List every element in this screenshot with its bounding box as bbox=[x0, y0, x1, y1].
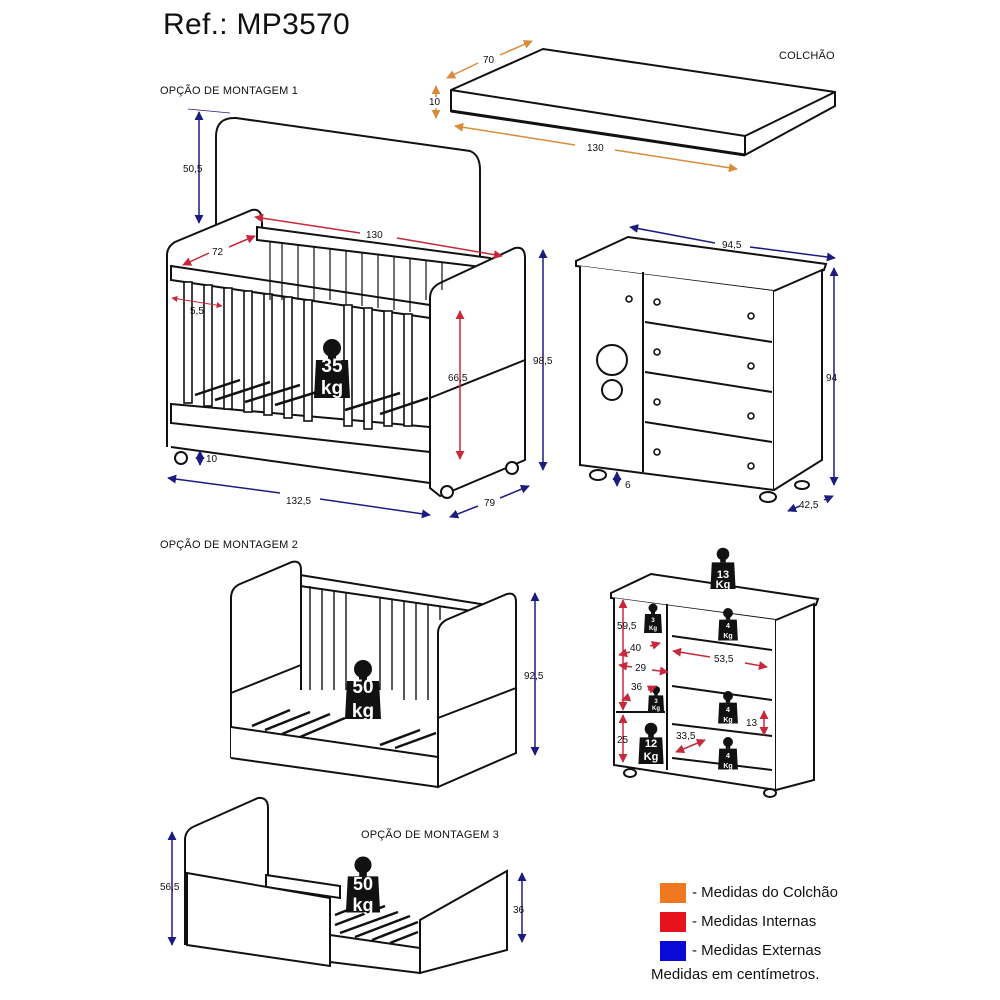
drawer-depth-dim: 33,5 bbox=[676, 731, 696, 742]
crib-total-height-dim: 98,5 bbox=[533, 356, 553, 367]
legend-label: - Medidas Externas bbox=[692, 942, 822, 959]
door-depth-dim: 40 bbox=[630, 643, 642, 654]
dresser-top-load-unit: Kg bbox=[716, 579, 731, 591]
crib-internal-height-dim: 66,5 bbox=[448, 373, 468, 384]
dresser-top-load-value: 13 bbox=[717, 569, 729, 581]
dresser-height-dim: 94 bbox=[826, 373, 838, 384]
bed-option-2-drawing bbox=[230, 560, 517, 789]
option-1-label: OPÇÃO DE MONTAGEM 1 bbox=[160, 85, 299, 97]
dresser-feet-dim: 6 bbox=[625, 480, 631, 491]
legend-item-external: - Medidas Externas bbox=[660, 936, 838, 965]
bed-option-3-drawing bbox=[184, 796, 508, 975]
bed-option-2-base-slats bbox=[251, 708, 437, 750]
bed-option-3-load-value: 50 bbox=[353, 874, 373, 894]
red-swatch bbox=[660, 911, 686, 932]
drawer-width-dim: 53,5 bbox=[714, 654, 734, 665]
option-3-label: OPÇÃO DE MONTAGEM 3 bbox=[361, 829, 500, 841]
mattress-height-dim: 10 bbox=[429, 97, 441, 108]
crib-depth-dim: 79 bbox=[484, 498, 496, 509]
crib-load-unit: kg bbox=[321, 378, 343, 399]
bed-option-2-load-unit: kg bbox=[352, 701, 374, 722]
crib-front-slats bbox=[183, 281, 413, 430]
drawer-3-load-value: 4 bbox=[726, 753, 730, 760]
crib-drawing bbox=[166, 116, 526, 498]
units-note: Medidas em centímetros. bbox=[651, 966, 820, 983]
crib-back-slats bbox=[269, 242, 443, 312]
bed-option-3-side-dim: 36 bbox=[513, 905, 525, 916]
legend-item-internal: - Medidas Internas bbox=[660, 907, 838, 936]
mattress-width-dim: 70 bbox=[483, 55, 495, 66]
crib-internal-width-dim: 72 bbox=[212, 247, 224, 258]
dresser-depth-dim: 42,5 bbox=[799, 500, 819, 511]
bed-option-2-height-dim: 92,5 bbox=[524, 671, 544, 682]
shelf-height-dim: 36 bbox=[631, 682, 643, 693]
drawer-2-load-unit: Kg bbox=[723, 717, 732, 724]
dresser-internal-dimensions bbox=[618, 599, 769, 763]
dresser-dimensions bbox=[612, 224, 839, 513]
dresser-drawing bbox=[575, 235, 828, 503]
crib-headboard-dim: 50,5 bbox=[183, 164, 203, 175]
drawer-1-load-value: 4 bbox=[726, 623, 730, 630]
mattress-label: COLCHÃO bbox=[779, 50, 835, 62]
mattress-dimensions bbox=[431, 40, 738, 173]
blue-swatch bbox=[660, 940, 686, 961]
drawer-2-load-value: 4 bbox=[726, 707, 730, 714]
door-shelf-mid-load-unit: Kg bbox=[652, 706, 660, 712]
drawer-1-load-unit: Kg bbox=[723, 633, 732, 640]
door-shelf-mid-load-value: 3 bbox=[654, 699, 658, 705]
crib-slat-gap-dim: 5,5 bbox=[190, 306, 204, 317]
bed-option-3-load-unit: kg bbox=[352, 895, 373, 915]
door-bottom-load-unit: Kg bbox=[644, 751, 659, 763]
crib-load-value: 35 bbox=[321, 356, 343, 377]
option-2-label: OPÇÃO DE MONTAGEM 2 bbox=[160, 539, 299, 551]
crib-dimensions bbox=[167, 108, 548, 519]
bed-option-2-slats bbox=[309, 586, 441, 700]
legend-item-mattress: - Medidas do Colchão bbox=[660, 878, 838, 907]
crib-total-length-dim: 132,5 bbox=[286, 496, 311, 507]
crib-wheels bbox=[174, 451, 519, 499]
drawer-3-load-unit: Kg bbox=[723, 763, 732, 770]
door-width-dim: 29 bbox=[635, 663, 647, 674]
mattress-drawing bbox=[450, 47, 836, 157]
dresser-width-dim: 94,5 bbox=[722, 240, 742, 251]
legend-label: - Medidas Internas bbox=[692, 913, 817, 930]
drawer-height-dim: 13 bbox=[746, 718, 758, 729]
bed-option-3-headboard-dim: 56,5 bbox=[160, 882, 180, 893]
door-bottom-load-value: 12 bbox=[645, 738, 657, 750]
dresser-knobs bbox=[625, 295, 755, 470]
crib-floor-clearance-dim: 10 bbox=[206, 454, 218, 465]
legend-label: - Medidas do Colchão bbox=[692, 884, 838, 901]
orange-swatch bbox=[660, 882, 686, 903]
door-shelf-top-load-value: 3 bbox=[651, 618, 655, 624]
mattress-length-dim: 130 bbox=[587, 143, 604, 154]
bottom-height-dim: 25 bbox=[617, 735, 629, 746]
reference-title: Ref.: MP3570 bbox=[163, 8, 351, 41]
crib-internal-length-dim: 130 bbox=[366, 230, 383, 241]
door-shelf-top-load-unit: Kg bbox=[649, 626, 657, 632]
door-height-dim: 59,5 bbox=[617, 621, 637, 632]
bed-option-2-load-value: 50 bbox=[352, 677, 373, 698]
legend: - Medidas do Colchão - Medidas Internas … bbox=[660, 878, 838, 965]
